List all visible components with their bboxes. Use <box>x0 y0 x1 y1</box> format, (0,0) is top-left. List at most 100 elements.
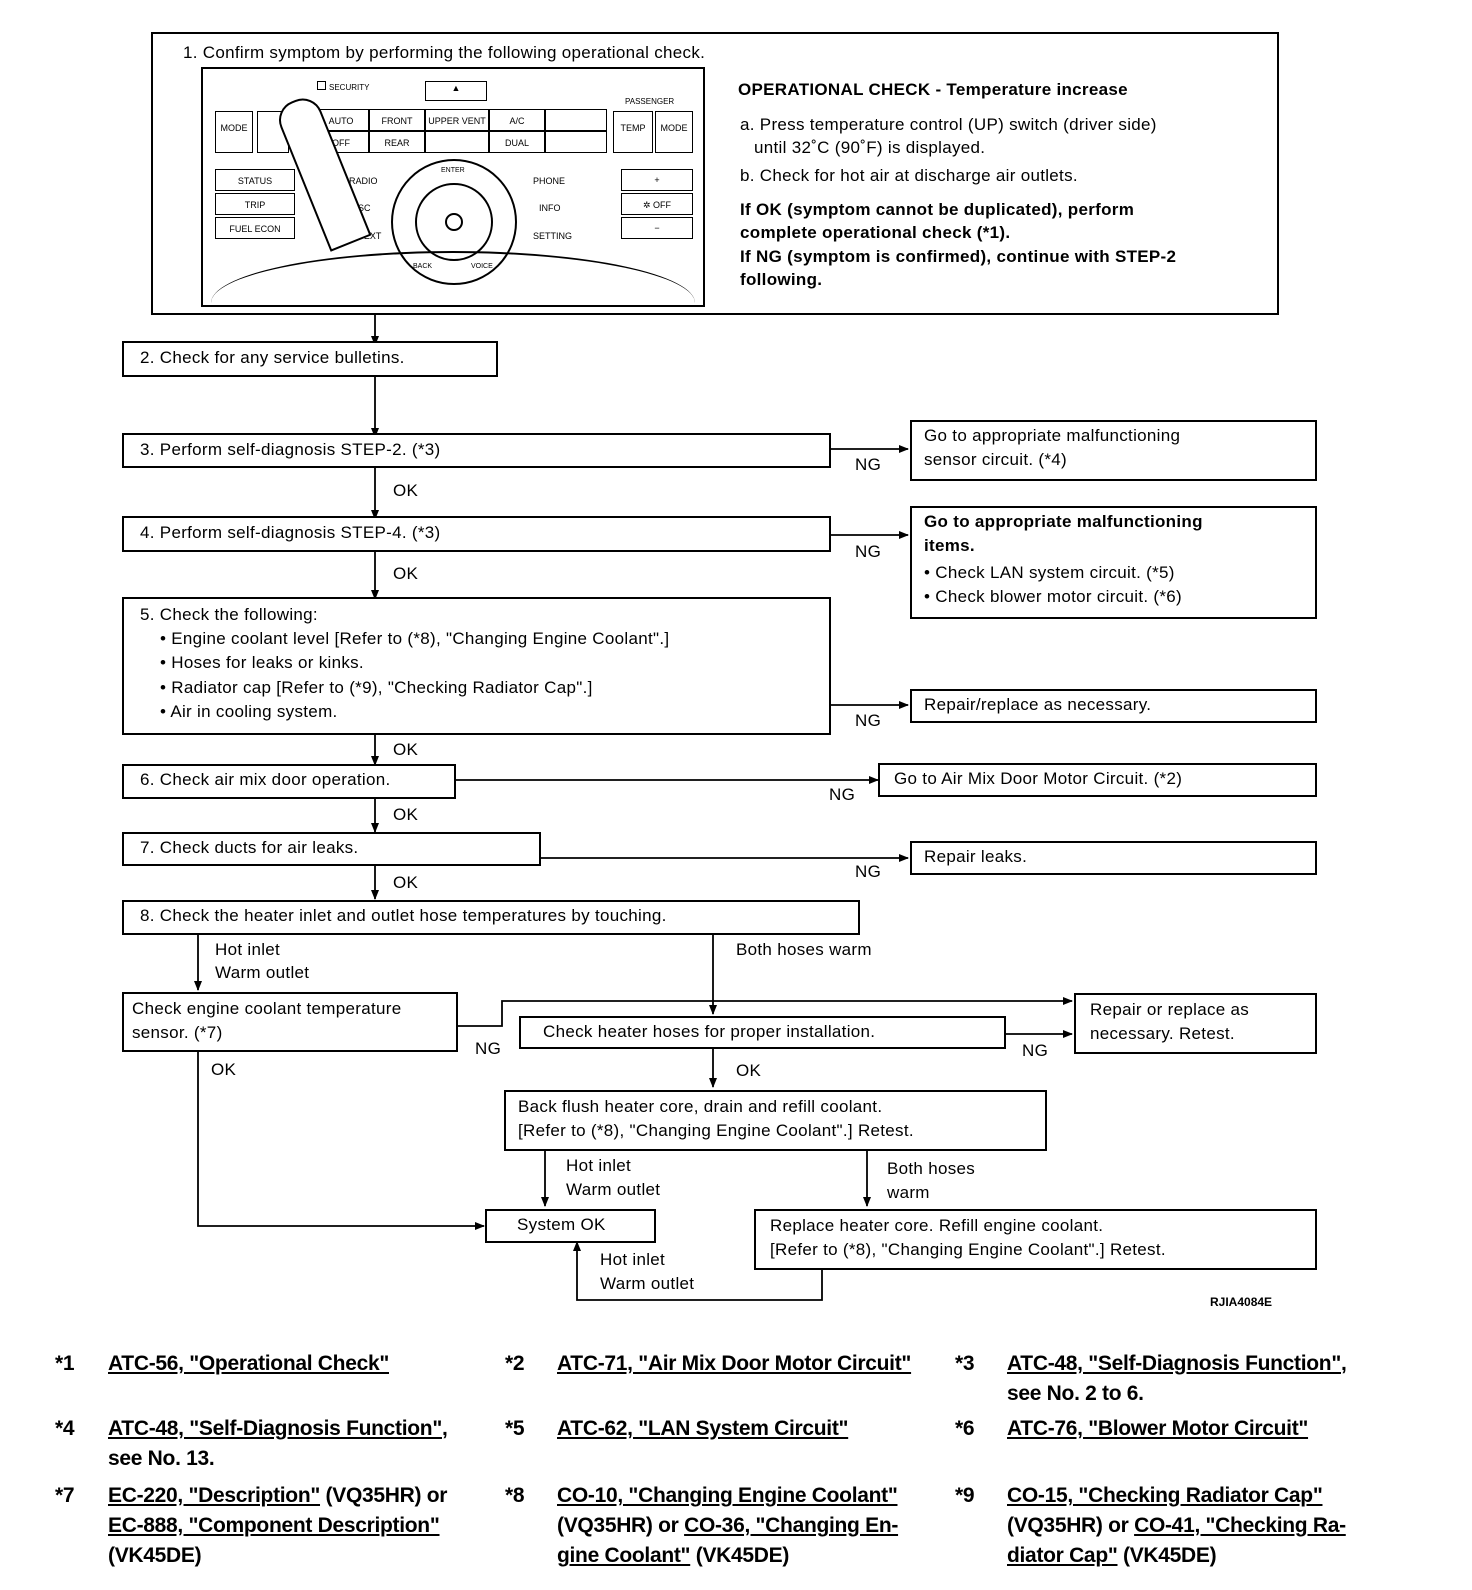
step4-ok-label: OK <box>393 564 419 583</box>
heater-hoses-box <box>519 1016 1006 1049</box>
footnote-mark-6: *6 <box>955 1417 975 1440</box>
footnote-8-link-1[interactable]: CO-10, "Changing Engine Coolant" <box>557 1484 898 1507</box>
footnote-8-link-3[interactable]: gine Coolant" <box>557 1544 691 1567</box>
coolant-ng-label: NG <box>475 1039 502 1058</box>
hoses-ok-label: OK <box>736 1061 762 1080</box>
fuel-econ-button: FUEL ECON <box>215 217 295 239</box>
back-flush-line2: [Refer to (*8), "Changing Engine Coolant… <box>518 1121 914 1140</box>
mode-right-button: MODE <box>655 111 693 153</box>
back-flush-box <box>504 1090 1047 1151</box>
ac-button: A/C <box>489 109 545 131</box>
step3-box <box>122 433 831 468</box>
result4-line2: items. <box>924 536 975 555</box>
step8-warm-outlet-label: Warm outlet <box>215 963 310 982</box>
step6-box <box>122 764 456 799</box>
operational-check-a1: a. Press temperature control (UP) switch… <box>740 115 1157 134</box>
fan-minus-button: − <box>621 217 693 239</box>
panel-bottom-curve <box>211 251 695 303</box>
fan-up-button <box>545 109 607 131</box>
footnote-7-link-2[interactable]: EC-888, "Component Description" <box>108 1514 440 1537</box>
footnote-mark-8: *8 <box>505 1484 525 1507</box>
step6-ok-label: OK <box>393 805 419 824</box>
fan-icon: ✲ <box>642 200 654 210</box>
system-ok-box <box>485 1209 656 1243</box>
phone-label: PHONE <box>533 176 566 186</box>
step5-ng-label: NG <box>855 711 882 730</box>
rear-defrost-button: REAR <box>369 131 425 153</box>
flush-hot-inlet-label: Hot inlet <box>566 1156 632 1175</box>
back-flush-line1: Back flush heater core, drain and refill… <box>518 1097 883 1116</box>
radio-label: RADIO <box>349 176 378 186</box>
result4-line3: • Check LAN system circuit. (*5) <box>924 563 1175 582</box>
passenger-label: PASSENGER <box>625 97 675 106</box>
step8-box <box>122 900 860 935</box>
result5-box <box>910 689 1317 723</box>
footnote-mark-3: *3 <box>955 1352 975 1375</box>
replace-heater-box <box>754 1209 1317 1270</box>
footnote-8: CO-10, "Changing Engine Coolant"(VQ35HR)… <box>557 1484 899 1567</box>
fan-off-button: ✲ OFF <box>621 193 693 215</box>
operational-check-b: b. Check for hot air at discharge air ou… <box>740 166 1078 185</box>
footnote-4-link[interactable]: ATC-48, "Self-Diagnosis Function" <box>108 1417 442 1440</box>
step7-box <box>122 832 541 866</box>
step5-box <box>122 597 831 735</box>
operational-check-title: OPERATIONAL CHECK - Temperature increase <box>738 80 1128 99</box>
footnote-mark-1: *1 <box>55 1352 75 1375</box>
result3-box <box>910 420 1317 481</box>
recirc-button <box>425 131 489 153</box>
result5-text: Repair/replace as necessary. <box>924 695 1152 714</box>
security-indicator: SECURITY <box>317 81 369 92</box>
step5-item-1: • Engine coolant level [Refer to (*8), "… <box>160 629 670 648</box>
fan-down-button <box>545 131 607 153</box>
result7-box <box>910 841 1317 875</box>
footnote-2: ATC-71, "Air Mix Door Motor Circuit" <box>557 1349 911 1379</box>
dual-button: DUAL <box>489 131 545 153</box>
footnote-3-link[interactable]: ATC-48, "Self-Diagnosis Function" <box>1007 1352 1341 1375</box>
footnote-mark-2: *2 <box>505 1352 525 1375</box>
mode-left-button: MODE <box>215 111 253 153</box>
footnote-6: ATC-76, "Blower Motor Circuit" <box>1007 1414 1308 1444</box>
nav-center <box>445 213 463 231</box>
step8-both-warm-label: Both hoses warm <box>736 940 872 959</box>
setting-label: SETTING <box>533 231 573 241</box>
temp-passenger-button: TEMP <box>613 111 653 153</box>
step5-item-2: • Hoses for leaks or kinks. <box>160 653 364 672</box>
footnote-4: ATC-48, "Self-Diagnosis Function",see No… <box>108 1417 448 1470</box>
figure-id: RJIA4084E <box>1210 1295 1273 1309</box>
result3-line1: Go to appropriate malfunctioning <box>924 426 1181 445</box>
flush-warm-label: warm <box>887 1183 930 1202</box>
replace-warm-outlet-label: Warm outlet <box>600 1274 695 1293</box>
footnote-7-link-1[interactable]: EC-220, "Description" <box>108 1484 321 1507</box>
footnote-9-link-3[interactable]: diator Cap" <box>1007 1544 1118 1567</box>
front-defrost-button: FRONT <box>369 109 425 131</box>
footnote-mark-9: *9 <box>955 1484 975 1507</box>
hazard-button: ▲ <box>425 81 487 101</box>
step2-text: 2. Check for any service bulletins. <box>140 348 405 367</box>
step3-ok-label: OK <box>393 481 419 500</box>
arrow-replace-ok <box>573 1241 823 1301</box>
result6-box <box>878 763 1317 797</box>
fan-plus-button: + <box>621 169 693 191</box>
step3-text: 3. Perform self-diagnosis STEP-2. (*3) <box>140 440 441 459</box>
hoses-ng-label: NG <box>1022 1041 1049 1060</box>
footnote-8-link-2[interactable]: CO-36, "Changing En- <box>684 1514 899 1537</box>
footnote-1: ATC-56, "Operational Check" <box>108 1349 389 1379</box>
footnote-9-link-1[interactable]: CO-15, "Checking Radiator Cap" <box>1007 1484 1323 1507</box>
step5-ok-label: OK <box>393 740 419 759</box>
footnote-3: ATC-48, "Self-Diagnosis Function",see No… <box>1007 1352 1347 1405</box>
footnote-2-link[interactable]: ATC-71, "Air Mix Door Motor Circuit" <box>557 1352 912 1375</box>
footnote-5-link[interactable]: ATC-62, "LAN System Circuit" <box>557 1417 849 1440</box>
step3-ng-label: NG <box>855 455 882 474</box>
footnote-9-link-2[interactable]: CO-41, "Checking Ra- <box>1134 1514 1346 1537</box>
coolant-ok-label: OK <box>211 1060 237 1079</box>
footnote-9: CO-15, "Checking Radiator Cap"(VQ35HR) o… <box>1007 1484 1346 1567</box>
replace-heater-line1: Replace heater core. Refill engine coola… <box>770 1216 1104 1235</box>
footnote-1-link[interactable]: ATC-56, "Operational Check" <box>108 1352 389 1375</box>
enter-label: ENTER <box>441 167 465 174</box>
if-ng-line2: following. <box>740 270 823 289</box>
coolant-sensor-box <box>122 992 458 1052</box>
upper-vent-button: UPPER VENT <box>425 109 489 131</box>
info-label: INFO <box>539 203 561 213</box>
step6-text: 6. Check air mix door operation. <box>140 770 391 789</box>
footnote-6-link[interactable]: ATC-76, "Blower Motor Circuit" <box>1007 1417 1309 1440</box>
